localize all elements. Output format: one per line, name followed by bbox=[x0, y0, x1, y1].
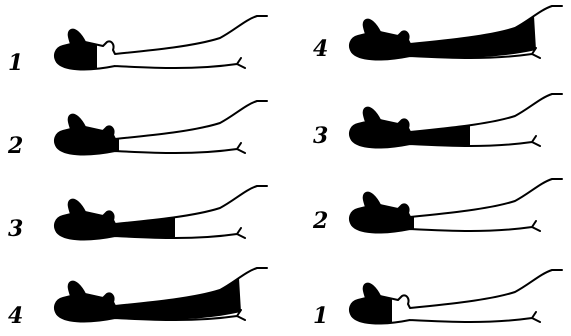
arm-illustration-right-1 bbox=[340, 264, 565, 336]
arm-illustration-right-2 bbox=[340, 173, 565, 245]
stage-label-left-2: 2 bbox=[8, 135, 23, 157]
stage-label-left-4: 4 bbox=[8, 305, 23, 327]
arm-outline bbox=[350, 94, 562, 147]
stage-label-left-1: 1 bbox=[8, 52, 23, 74]
arm-outline bbox=[55, 268, 267, 321]
arm-illustration-left-3 bbox=[45, 180, 270, 252]
stage-label-left-3: 3 bbox=[8, 218, 23, 240]
shaded-region bbox=[350, 16, 536, 59]
shaded-region bbox=[55, 278, 241, 321]
arm-outline bbox=[55, 101, 267, 154]
arm-illustration-left-2 bbox=[45, 95, 270, 167]
arm-outline bbox=[350, 6, 562, 59]
arm-illustration-left-4 bbox=[45, 262, 270, 334]
arm-outline bbox=[55, 186, 267, 239]
arm-illustration-right-4 bbox=[340, 0, 565, 72]
stage-label-right-1: 1 bbox=[313, 305, 328, 327]
stage-label-right-3: 3 bbox=[313, 125, 328, 147]
arm-outline bbox=[350, 270, 562, 323]
stage-label-right-4: 4 bbox=[313, 38, 328, 60]
stage-label-right-2: 2 bbox=[313, 210, 328, 232]
arm-illustration-left-1 bbox=[45, 10, 270, 82]
arm-outline bbox=[55, 16, 267, 69]
arm-outline bbox=[350, 179, 562, 232]
arm-illustration-right-3 bbox=[340, 88, 565, 160]
